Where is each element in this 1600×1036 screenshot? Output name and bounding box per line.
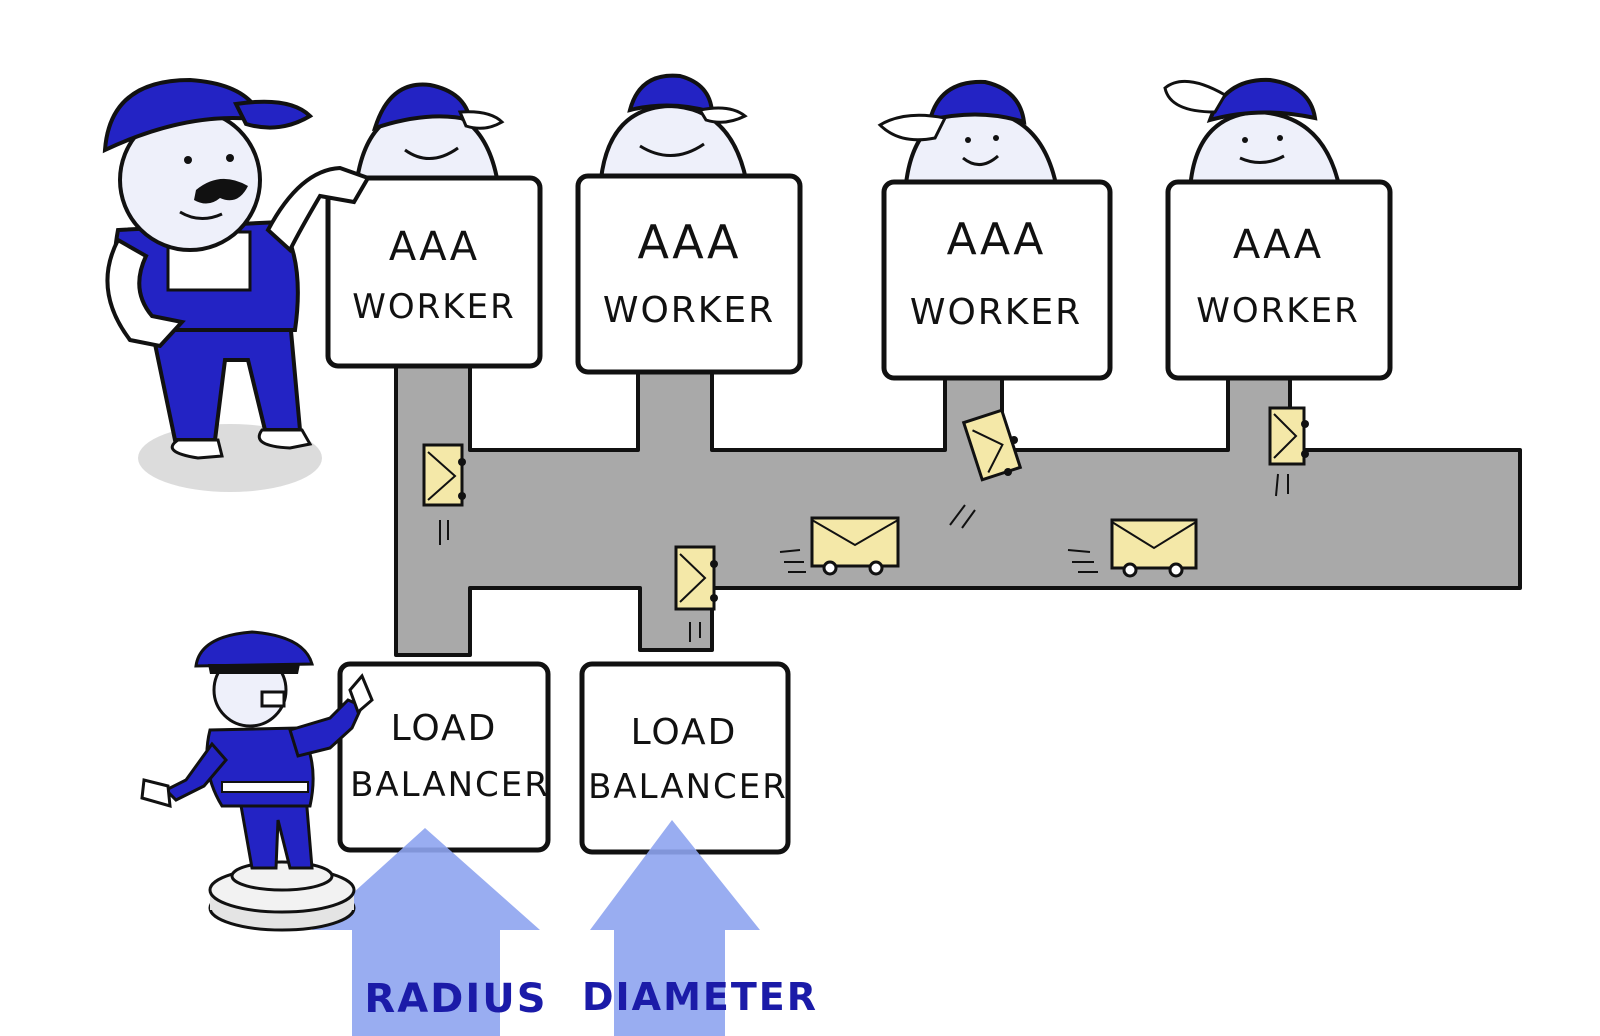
- worker-head-3: [877, 79, 1061, 197]
- manager-character-icon: [102, 77, 371, 492]
- load-balancer-1-line1: LOAD: [391, 708, 498, 749]
- pipe-body: [394, 358, 1522, 657]
- load-balancer-2-line2: BALANCER: [588, 767, 788, 807]
- worker-3-line2: WORKER: [910, 292, 1082, 333]
- protocol-label-radius: RADIUS: [364, 976, 547, 1022]
- load-balancer-2-line1: LOAD: [631, 712, 738, 753]
- worker-box-1: AAA WORKER: [325, 175, 543, 369]
- worker-2-line1: AAA: [638, 215, 741, 269]
- envelope-icon-5: [779, 516, 900, 576]
- envelope-icon-4: [1268, 406, 1309, 497]
- load-balancer-box-2: LOAD BALANCER: [579, 661, 791, 855]
- worker-1-line2: WORKER: [352, 287, 515, 327]
- envelope-icon-3: [949, 408, 1023, 529]
- load-balancer-box-1: LOAD BALANCER: [337, 661, 551, 853]
- envelope-icon-2: [674, 545, 718, 642]
- worker-box-4: AAA WORKER: [1165, 179, 1393, 381]
- traffic-officer-icon: [140, 630, 374, 932]
- incoming-arrow-radius: [312, 828, 540, 1036]
- envelope-icon-1: [422, 443, 466, 545]
- incoming-arrow-diameter: [590, 820, 760, 1036]
- worker-head-4: [1163, 77, 1343, 192]
- worker-box-3: AAA WORKER: [881, 179, 1113, 381]
- worker-1-line1: AAA: [389, 224, 479, 270]
- envelope-icon-6: [1067, 518, 1198, 578]
- load-balancer-1-line2: BALANCER: [350, 765, 550, 805]
- pipe-network: [394, 358, 1522, 657]
- worker-head-2: [597, 73, 751, 192]
- worker-4-line2: WORKER: [1196, 291, 1359, 331]
- worker-box-2: AAA WORKER: [575, 173, 803, 375]
- worker-2-line2: WORKER: [603, 290, 775, 331]
- worker-3-line1: AAA: [947, 214, 1046, 265]
- worker-4-line1: AAA: [1233, 222, 1323, 268]
- protocol-label-diameter: DIAMETER: [582, 975, 818, 1019]
